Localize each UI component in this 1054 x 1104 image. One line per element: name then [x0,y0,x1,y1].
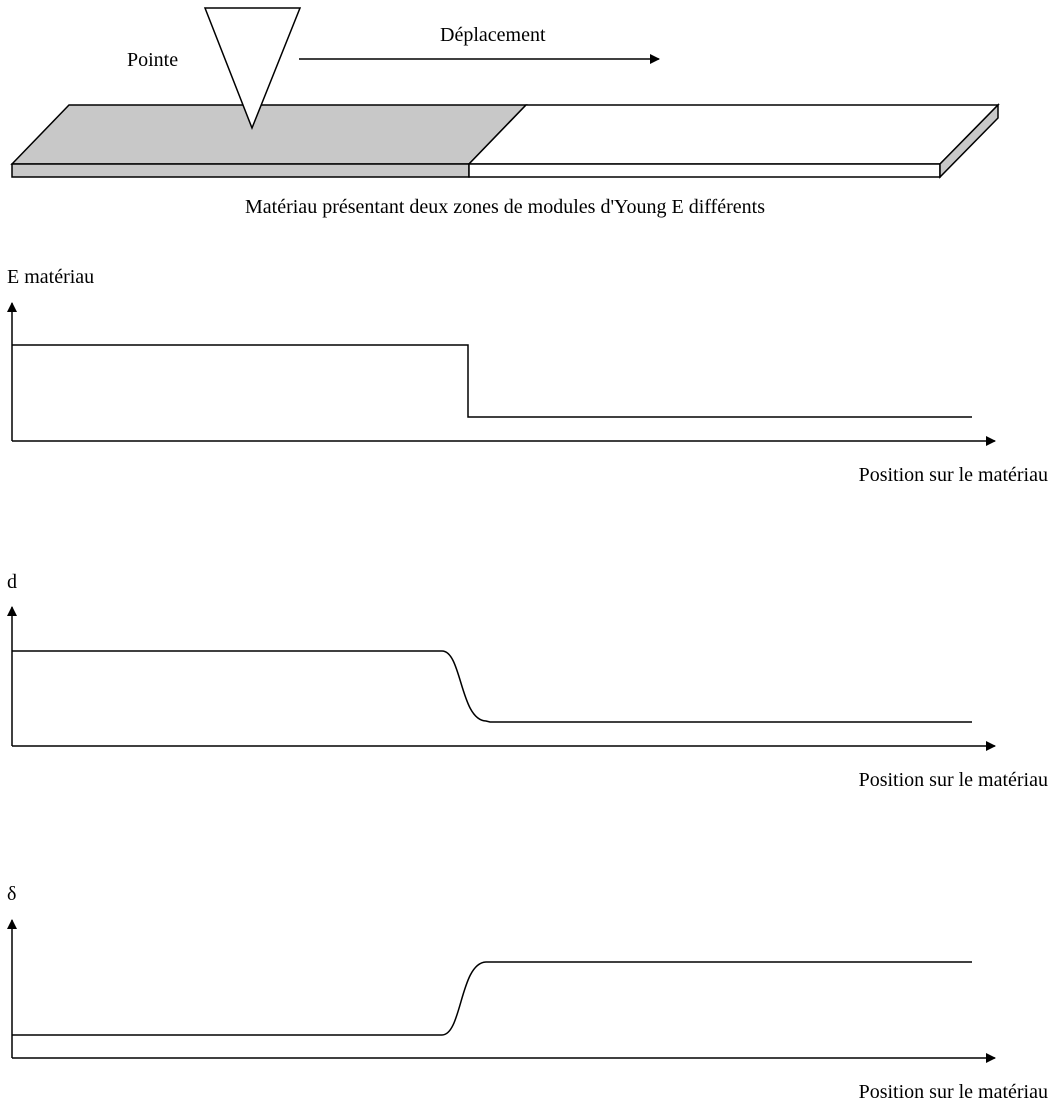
x-axis-label: Position sur le matériau [859,769,1048,791]
delta-graph: δ Position sur le matériau [6,883,1048,1103]
soft-zone-top-face [467,104,1000,165]
material-caption: Matériau présentant deux zones de module… [245,196,765,218]
delta-profile-curve [12,961,972,1036]
soft-zone-front-edge [468,163,941,178]
sample-illustration: Pointe Déplacement Matériau présentant d… [10,7,1000,218]
x-axis-label: Position sur le matériau [859,1081,1048,1103]
tip-label: Pointe [127,49,178,71]
stiff-zone-front-edge [11,163,470,178]
d-profile-curve [12,650,972,723]
stiff-zone-top-face [10,104,528,165]
deflection-d-graph: d Position sur le matériau [6,571,1048,791]
y-axis-label: E matériau [7,266,94,288]
y-axis-label: δ [7,883,16,905]
x-axis-label: Position sur le matériau [859,464,1048,486]
young-modulus-graph: E matériau Position sur le matériau [6,266,1048,486]
afm-tip-icon [203,7,302,131]
modulus-profile-curve [12,344,972,418]
y-axis-label: d [7,571,17,593]
displacement-label: Déplacement [440,24,546,46]
sample-side-face [939,103,999,179]
